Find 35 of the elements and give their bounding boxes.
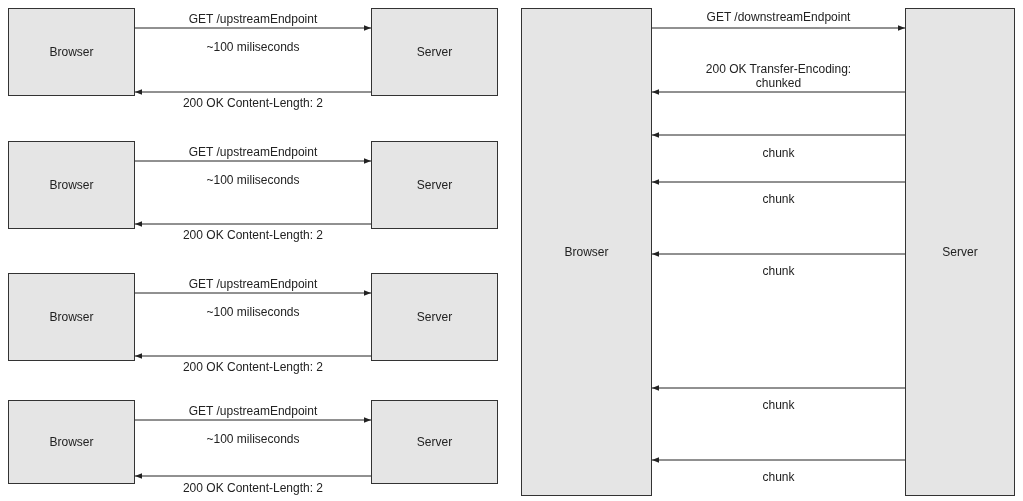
node-label: Browser <box>49 178 94 192</box>
arrow <box>134 221 372 227</box>
process-box <box>8 273 135 361</box>
node-label: Server <box>416 310 453 324</box>
node-label: Server <box>416 45 453 59</box>
arrow <box>134 89 372 95</box>
node-label: Browser <box>49 310 94 324</box>
node-label: Browser <box>564 245 609 259</box>
process-box <box>371 141 498 229</box>
arrow <box>651 132 906 138</box>
arrow <box>651 179 906 185</box>
process-box <box>8 141 135 229</box>
process-box <box>8 8 135 96</box>
node-label: Browser <box>49 435 94 449</box>
arrow <box>651 457 906 463</box>
arrow <box>134 417 372 423</box>
arrow <box>651 385 906 391</box>
node-label: Server <box>942 245 978 259</box>
arrow <box>134 158 372 164</box>
arrow <box>134 473 372 479</box>
process-box <box>905 8 1015 496</box>
arrow <box>651 251 906 257</box>
process-box <box>371 273 498 361</box>
arrow <box>134 290 372 296</box>
process-box <box>8 400 135 484</box>
process-box <box>371 8 498 96</box>
node-label: Browser <box>49 45 94 59</box>
node-label: Server <box>416 178 453 192</box>
arrow <box>651 25 906 31</box>
arrow <box>134 353 372 359</box>
arrow <box>134 25 372 31</box>
node-label: Server <box>416 435 453 449</box>
process-box <box>371 400 498 484</box>
arrow <box>651 89 906 95</box>
process-box <box>521 8 652 496</box>
